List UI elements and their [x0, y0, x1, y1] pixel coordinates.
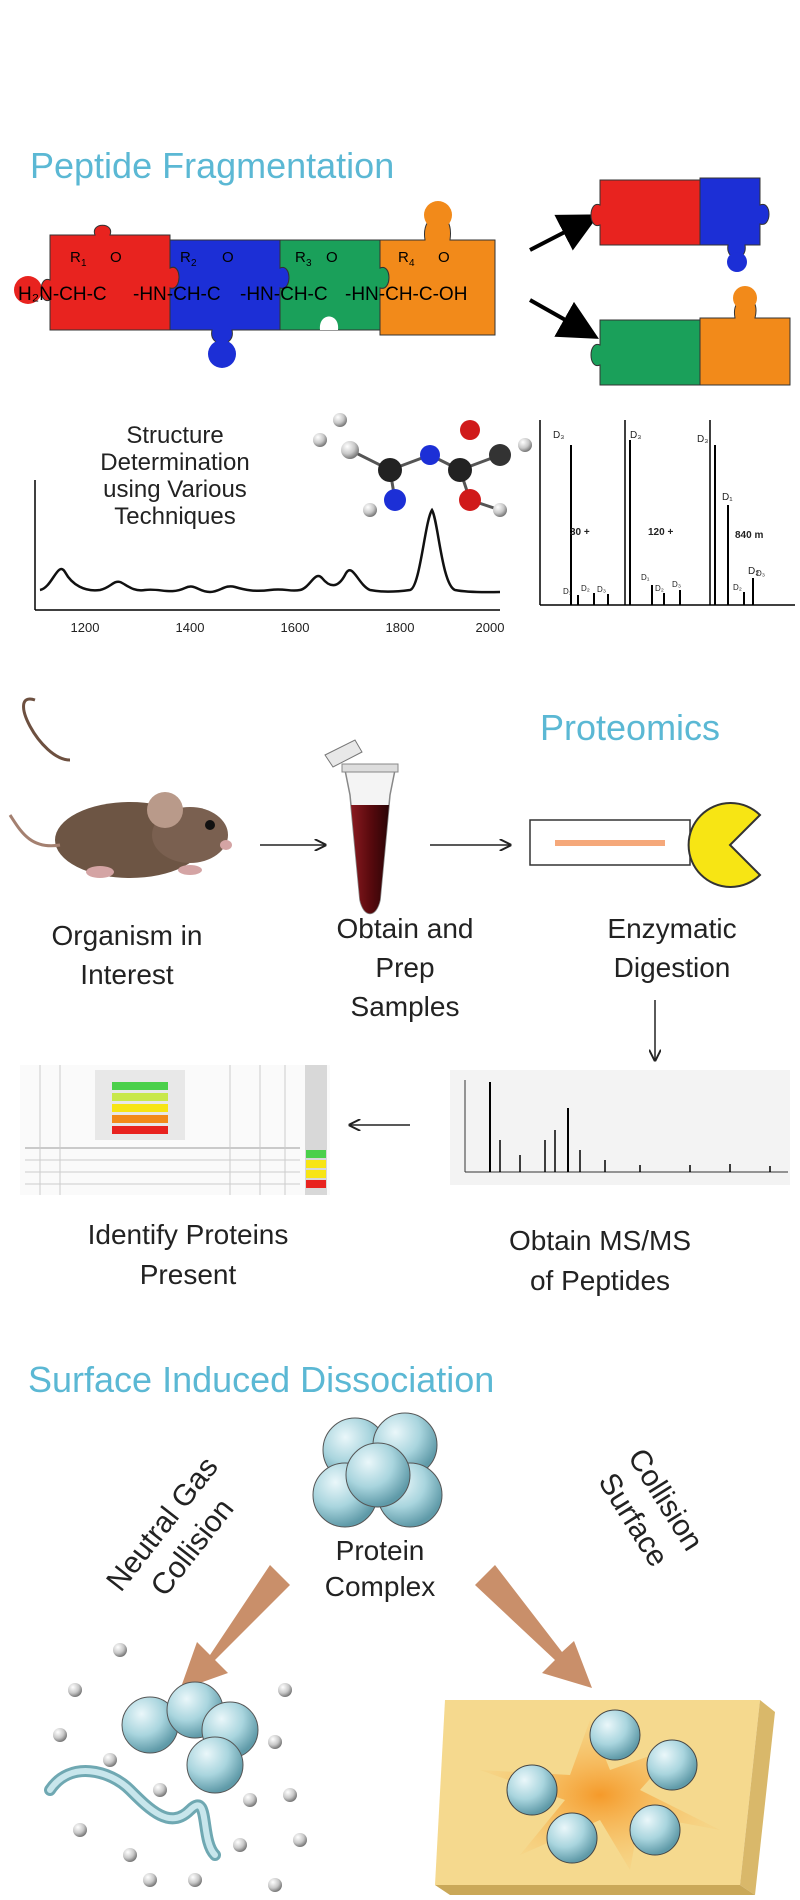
- protein-table-thumbnail: [20, 1065, 330, 1195]
- samples-label-line-2: Prep: [375, 952, 434, 983]
- tick-1600: 1600: [281, 620, 310, 635]
- sample-tube: [324, 739, 399, 915]
- protein-label-line-1: Protein: [336, 1535, 425, 1566]
- surface-collision-result: [435, 1700, 775, 1895]
- mouse-illustration: [8, 697, 232, 878]
- ms-mass-3: 840 m: [735, 530, 763, 541]
- puzzle-knob-orange: [424, 201, 452, 229]
- puzzle-knob-blue: [208, 340, 236, 368]
- puzzle-knob-red: [14, 276, 42, 304]
- ms-sub-7: D₂: [733, 583, 742, 592]
- r1-label: R: [70, 249, 81, 266]
- ms-sub-3: D₃: [597, 585, 606, 594]
- spectrum-trace: [39, 507, 501, 594]
- ms-sub-5: D₂: [655, 584, 664, 593]
- puzzle-notch-green: [319, 316, 339, 330]
- backbone-4: -HN-CH-C-OH: [345, 284, 467, 305]
- identify-label-line-2: Present: [140, 1259, 237, 1290]
- o-label-4: O: [438, 249, 450, 266]
- ms-sub-2: D₂: [581, 584, 590, 593]
- msms-label-line-1: Obtain MS/MS: [509, 1225, 691, 1256]
- organism-label-line-1: Organism in: [52, 920, 203, 951]
- r4-label: R: [398, 249, 409, 266]
- r3-label: R: [295, 249, 306, 266]
- samples-label-line-3: Samples: [351, 991, 460, 1022]
- ms-sub-6: D₃: [672, 580, 681, 589]
- r4-sub: 4: [409, 258, 415, 269]
- structure-line-3: using Various: [103, 476, 247, 503]
- msms-label-line-2: of Peptides: [530, 1265, 670, 1296]
- heading-proteomics: Proteomics: [540, 707, 720, 748]
- ms-mass-2: 120 +: [648, 527, 673, 538]
- ms-inset: D₃ D₃ D₃ D₁ D₂ 30 + 120 + 840 m D₁ D₂ D₃…: [539, 420, 795, 606]
- neutral-collision-result: [44, 1643, 307, 1892]
- puzzle-piece-red: [40, 224, 180, 331]
- heading-peptide-fragmentation: Peptide Fragmentation: [30, 145, 394, 186]
- ms-label-5: D₂: [748, 566, 759, 577]
- heading-surface-induced-dissociation: Surface Induced Dissociation: [28, 1359, 494, 1400]
- identify-label-line-1: Identify Proteins: [88, 1219, 289, 1250]
- ms-label-1: D₃: [553, 430, 564, 441]
- tick-1200: 1200: [71, 620, 100, 635]
- fragment-green-orange: [590, 286, 791, 386]
- pacman-enzyme: [687, 802, 762, 888]
- digestion-label-line-1: Enzymatic: [607, 913, 736, 944]
- o-label-3: O: [326, 249, 338, 266]
- ms-label-4: D₁: [722, 492, 733, 503]
- r3-sub: 3: [306, 258, 312, 269]
- surface-collision-arrow: [475, 1565, 592, 1688]
- tick-2000: 2000: [476, 620, 505, 635]
- digestion-label-line-2: Digestion: [614, 952, 731, 983]
- tick-1800: 1800: [386, 620, 415, 635]
- msms-spectrum-thumbnail: [450, 1070, 790, 1185]
- digestion-graphic: [529, 802, 762, 888]
- tick-1400: 1400: [176, 620, 205, 635]
- neutral-gas-label-group: Neutral Gas Collision: [100, 1451, 240, 1602]
- structure-line-2: Determination: [100, 449, 249, 476]
- neutral-collision-arrow: [180, 1565, 290, 1690]
- protein-label-line-2: Complex: [325, 1571, 435, 1602]
- ms-label-3: D₃: [697, 434, 708, 445]
- r2-label: R: [180, 249, 191, 266]
- structure-line-1: Structure: [126, 422, 223, 449]
- fragment-arrow-up: [529, 214, 600, 252]
- fragment-red-blue: [590, 177, 770, 272]
- backbone-1: H₂N-CH-C: [18, 284, 107, 305]
- ms-sub-1: D₁: [563, 587, 572, 596]
- surface-label-group: Surface Collision: [592, 1443, 710, 1573]
- ms-sub-4: D₁: [641, 573, 650, 582]
- peptide-puzzle-chain: R 1 O R 2 O R 3 O R 4 O H₂N-CH-C -HN-CH-…: [14, 201, 496, 368]
- structure-line-4: Techniques: [114, 503, 235, 530]
- ms-label-2: D₃: [630, 430, 641, 441]
- r1-sub: 1: [81, 258, 87, 269]
- molecule-model: [313, 413, 532, 517]
- protein-complex: [312, 1412, 443, 1528]
- samples-label-line-1: Obtain and: [337, 913, 474, 944]
- fragment-arrow-down: [529, 298, 599, 339]
- o-label-2: O: [222, 249, 234, 266]
- ir-spectrum: 1200 1400 1600 1800 2000: [34, 480, 505, 635]
- puzzle-piece-orange: [379, 215, 496, 336]
- ms-sub-8: D₃: [756, 569, 765, 578]
- backbone-2: -HN-CH-C: [133, 284, 221, 305]
- structure-title-block: Structure Determination using Various Te…: [100, 422, 249, 530]
- ms-mass-1: 30 +: [570, 527, 590, 538]
- backbone-3: -HN-CH-C: [240, 284, 328, 305]
- organism-label-line-2: Interest: [80, 959, 174, 990]
- o-label-1: O: [110, 249, 122, 266]
- r2-sub: 2: [191, 258, 197, 269]
